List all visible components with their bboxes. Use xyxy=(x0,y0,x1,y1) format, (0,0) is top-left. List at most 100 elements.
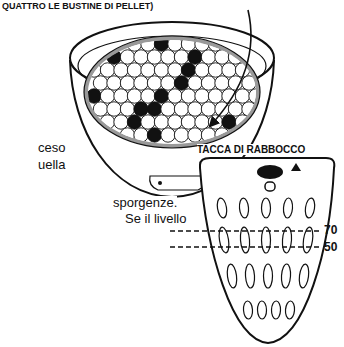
level-window xyxy=(257,165,283,179)
pellet xyxy=(120,102,134,116)
body-text: ceso xyxy=(38,141,65,155)
pellet xyxy=(235,89,249,103)
pellet xyxy=(100,89,114,103)
pointer-arrow xyxy=(210,10,251,126)
pellet xyxy=(181,63,195,77)
pellet xyxy=(181,115,195,129)
pellet xyxy=(154,89,168,103)
pellet xyxy=(208,63,222,77)
pellet xyxy=(100,115,114,129)
pellet xyxy=(147,50,161,64)
slot xyxy=(271,301,280,319)
pellet xyxy=(114,89,128,103)
pellet xyxy=(195,37,209,51)
pellet xyxy=(228,102,242,116)
pellet xyxy=(215,76,229,90)
pellet xyxy=(127,115,141,129)
pellet xyxy=(147,102,161,116)
bowl-dot xyxy=(158,181,162,185)
pellet xyxy=(242,102,256,116)
pellet xyxy=(127,89,141,103)
slot xyxy=(257,301,266,319)
pellet xyxy=(107,102,121,116)
panel-title: TACCA DI RABBOCCO xyxy=(197,144,305,155)
body-text: uella xyxy=(38,158,65,172)
pellet xyxy=(174,128,188,142)
pellet xyxy=(147,76,161,90)
bowl-window xyxy=(150,176,206,190)
pellet xyxy=(242,76,256,90)
slot xyxy=(283,198,293,219)
pellet xyxy=(201,128,215,142)
pellet xyxy=(222,63,236,77)
body-text: Se il livello xyxy=(125,212,186,226)
slot xyxy=(281,264,291,289)
pellet xyxy=(154,115,168,129)
pellet xyxy=(154,63,168,77)
panel-slots xyxy=(216,197,316,319)
pellet xyxy=(215,128,229,142)
pellet xyxy=(195,89,209,103)
level-line-70 xyxy=(170,230,322,231)
pellet xyxy=(174,50,188,64)
pellet xyxy=(201,76,215,90)
pellet xyxy=(249,89,263,103)
level-number: 70 xyxy=(324,224,337,237)
slot xyxy=(216,197,228,218)
pellet xyxy=(127,63,141,77)
pellet xyxy=(107,50,121,64)
pellet xyxy=(188,76,202,90)
pellet xyxy=(181,89,195,103)
pellet xyxy=(120,76,134,90)
pellet xyxy=(147,128,161,142)
level-number: 50 xyxy=(324,241,337,254)
pellet xyxy=(134,50,148,64)
pellet xyxy=(208,89,222,103)
pellet xyxy=(134,128,148,142)
pellet xyxy=(188,128,202,142)
pellet xyxy=(201,50,215,64)
pellet xyxy=(181,37,195,51)
pellet xyxy=(141,89,155,103)
slot xyxy=(304,197,316,218)
pellet xyxy=(93,102,107,116)
pellet xyxy=(188,50,202,64)
pellet xyxy=(222,115,236,129)
pellet xyxy=(154,37,168,51)
triangle-mark xyxy=(291,163,301,171)
pellet xyxy=(228,50,242,64)
level-panel xyxy=(200,158,334,343)
pellet xyxy=(208,37,222,51)
pellet xyxy=(134,102,148,116)
bowl-rim xyxy=(70,22,274,94)
slot xyxy=(243,301,253,320)
pellet xyxy=(120,50,134,64)
pellet xyxy=(93,76,107,90)
pellet xyxy=(141,37,155,51)
pellet xyxy=(174,102,188,116)
level-line-50 xyxy=(170,246,322,247)
small-slot xyxy=(265,182,275,191)
pellet xyxy=(168,89,182,103)
pellet xyxy=(161,102,175,116)
pellet xyxy=(107,76,121,90)
pellet xyxy=(195,63,209,77)
body-text: sporgenze. xyxy=(113,196,177,210)
pellet xyxy=(120,128,134,142)
pellet xyxy=(195,115,209,129)
pellet xyxy=(100,63,114,77)
top-note: QUATTRO LE BUSTINE DI PELLET) xyxy=(2,2,153,12)
slot xyxy=(226,264,238,289)
pellet xyxy=(114,115,128,129)
pellet xyxy=(161,50,175,64)
slot xyxy=(245,264,255,289)
pellet xyxy=(87,63,101,77)
pellet xyxy=(208,115,222,129)
pellet-bed xyxy=(88,40,256,144)
pellet xyxy=(215,50,229,64)
pellet xyxy=(201,102,215,116)
pellet xyxy=(168,37,182,51)
pellet-ring xyxy=(84,36,260,148)
pellet xyxy=(168,63,182,77)
